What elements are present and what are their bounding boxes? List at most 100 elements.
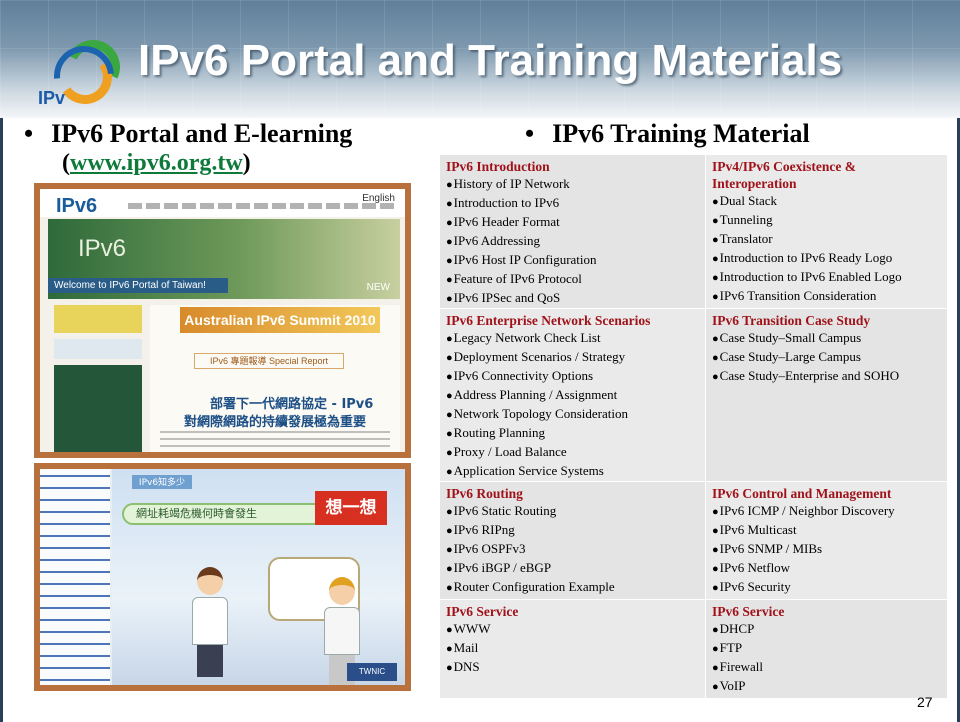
english-link: English [362,193,395,204]
headline-line-2: 對網際網路的持續發展極為重要 [184,415,367,430]
portal-url-link[interactable]: www.ipv6.org.tw [70,150,243,176]
training-heading: • IPv6 Training Material [525,119,810,149]
man-legs [197,645,223,677]
cell-item: IPv6 IPSec and QoS [446,289,699,308]
elearning-tab: IPv6知多少 [132,475,192,489]
headline-line-1: 部署下一代網路協定 - IPv6 [210,397,374,412]
cell-item: IPv6 iBGP / eBGP [446,559,699,578]
cell-item: Case Study–Large Campus [712,348,941,367]
cell-item: IPv6 Static Routing [446,502,699,521]
cell-title: IPv6 Enterprise Network Scenarios [446,313,651,328]
cell-item: Legacy Network Check List [446,329,699,348]
cell-item: IPv6 Netflow [712,559,941,578]
cell-items: Case Study–Small Campus Case Study–Large… [712,329,941,386]
cell-item: IPv6 Host IP Configuration [446,251,699,270]
slide-frame-right [957,118,960,722]
bullet-dot: • [525,119,535,148]
cell-item: Routing Planning [446,424,699,443]
portal-heading: • IPv6 Portal and E-learning [24,119,352,149]
summit-banner: Australian IPv6 Summit 2010 [180,307,380,333]
cell-items: Dual Stack Tunneling Translator Introduc… [712,192,941,306]
cell-item: FTP [712,639,941,658]
special-report-label: IPv6 專題報導 Special Report [194,353,344,369]
cell-item: Mail [446,639,699,658]
cell-items: WWW Mail DNS [446,620,699,677]
cell-item: IPv6 Addressing [446,232,699,251]
cell-title: IPv6 Service [712,604,785,619]
portal-screenshot: IPv6 English IPv6 Welcome to IPv6 Portal… [34,183,411,458]
cell-item: DHCP [712,620,941,639]
cell-item: Case Study–Enterprise and SOHO [712,367,941,386]
cell-routing: IPv6 Routing IPv6 Static Routing IPv6 RI… [439,481,706,600]
portal-nav-menu [128,203,395,209]
logo-text: IPv [38,88,66,108]
cell-item: Router Configuration Example [446,578,699,597]
welcome-bar: Welcome to IPv6 Portal of Taiwan! [48,278,228,293]
sidebar-link [54,339,142,359]
bullet-dot: • [24,119,34,148]
portal-sidebar [54,305,142,452]
cell-items: IPv6 ICMP / Neighbor Discovery IPv6 Mult… [712,502,941,597]
portal-heading-text: IPv6 Portal and E-learning [51,119,353,148]
cell-item: IPv6 Connectivity Options [446,367,699,386]
cell-item: Introduction to IPv6 Ready Logo [712,249,941,268]
twnic-logo: TWNIC [347,663,397,681]
cell-item: IPv6 SNMP / MIBs [712,540,941,559]
portal-topbar: IPv6 English [40,189,405,217]
training-heading-text: IPv6 Training Material [552,119,810,148]
ipv6-logo: IPv [14,32,128,118]
cell-enterprise-scenarios: IPv6 Enterprise Network Scenarios Legacy… [439,308,706,482]
cell-item: Translator [712,230,941,249]
cell-item: IPv6 Security [712,578,941,597]
cell-item: Proxy / Load Balance [446,443,699,462]
woman-head [329,577,355,605]
elearning-stage: IPv6知多少 網址耗竭危機何時會發生 想一想 TWNIC [112,469,405,685]
article-text-lines [160,431,390,452]
cell-item: IPv6 Transition Consideration [712,287,941,306]
portal-url-line: (www.ipv6.org.tw) [62,150,251,177]
man-figure [188,567,232,677]
cell-item: IPv6 Header Format [446,213,699,232]
elearning-screenshot: IPv6知多少 網址耗竭危機何時會發生 想一想 TWNIC [34,463,411,691]
cell-item: VoIP [712,677,941,696]
elearning-course-tree [40,469,110,685]
cell-item: Application Service Systems [446,462,699,481]
cell-item: IPv6 RIPng [446,521,699,540]
url-close-paren: ) [242,150,251,176]
cell-item: Tunneling [712,211,941,230]
hero-title: IPv6 [78,235,127,262]
cell-title: IPv6 Control and Management [712,486,892,501]
cell-service-right: IPv6 Service DHCP FTP Firewall VoIP [705,599,948,699]
woman-figure [322,577,362,685]
cell-items: IPv6 Static Routing IPv6 RIPng IPv6 OSPF… [446,502,699,597]
cell-title: IPv6 Transition Case Study [712,313,871,328]
sidebar-banner [54,305,142,333]
cell-item: Dual Stack [712,192,941,211]
cell-title: IPv6 Service [446,604,519,619]
woman-body [324,607,360,655]
cell-item: Feature of IPv6 Protocol [446,270,699,289]
cell-control-management: IPv6 Control and Management IPv6 ICMP / … [705,481,948,600]
cell-item: Firewall [712,658,941,677]
page-number: 27 [917,694,933,710]
cell-item: IPv6 OSPFv3 [446,540,699,559]
cell-item: Address Planning / Assignment [446,386,699,405]
cell-item: Introduction to IPv6 Enabled Logo [712,268,941,287]
new-label: NEW [366,282,390,293]
cell-item: Deployment Scenarios / Strategy [446,348,699,367]
cell-item: Case Study–Small Campus [712,329,941,348]
training-material-table: IPv6 Introduction History of IP Network … [439,154,948,699]
cell-title: IPv4/IPv6 Coexistence & Interoperation [712,159,856,191]
cell-item: WWW [446,620,699,639]
cell-coexistence: IPv4/IPv6 Coexistence & Interoperation D… [705,154,948,309]
slide-frame-left [0,118,3,722]
cell-items: DHCP FTP Firewall VoIP [712,620,941,696]
cell-item: DNS [446,658,699,677]
slide-title: IPv6 Portal and Training Materials [138,36,843,85]
cell-item: History of IP Network [446,175,699,194]
sidebar-stats-panel [54,365,142,452]
cell-items: Legacy Network Check List Deployment Sce… [446,329,699,481]
cell-ipv6-introduction: IPv6 Introduction History of IP Network … [439,154,706,309]
cell-item: Introduction to IPv6 [446,194,699,213]
cell-title: IPv6 Introduction [446,159,550,174]
